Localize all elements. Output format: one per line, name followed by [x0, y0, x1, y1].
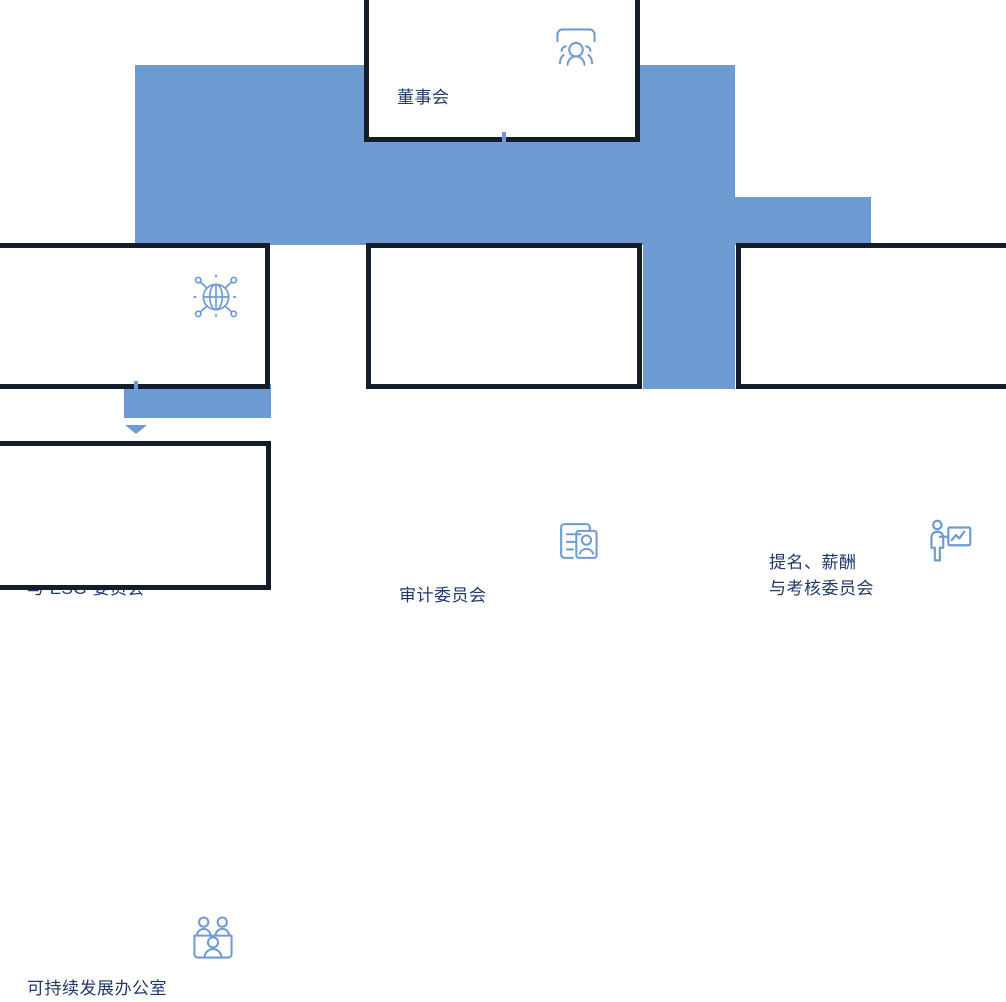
node-card-board[interactable]: 董事会	[364, 0, 640, 142]
node-label-sustainability-office: 可持续发展办公室	[27, 979, 167, 998]
connector-office-stem	[124, 395, 271, 418]
node-label-nomination: 提名、薪酬 与考核委员会	[769, 553, 874, 598]
document-person-icon	[551, 514, 605, 568]
connector-drop-audit	[504, 140, 644, 245]
node-label-board: 董事会	[397, 88, 450, 107]
node-card-nomination[interactable]: 提名、薪酬 与考核委员会	[736, 243, 1006, 598]
team-group-icon	[186, 912, 240, 966]
node-card-audit[interactable]: 审计委员会	[366, 243, 642, 605]
board-bottom-tick	[502, 132, 506, 146]
connector-board-right-stub	[643, 65, 735, 197]
node-card-sustainability-office[interactable]: 可持续发展办公室	[0, 441, 271, 998]
connector-drop-nomination	[643, 197, 735, 389]
node-card-strategy-esg[interactable]: 战略 与 ESG 委员会	[0, 243, 270, 598]
strategy-bottom-tick	[134, 381, 138, 393]
presenter-chart-icon	[923, 514, 977, 568]
node-label-audit: 审计委员会	[399, 586, 487, 605]
globe-network-icon	[189, 270, 243, 324]
group-people-icon	[549, 21, 603, 75]
connector-drop-strategy	[135, 65, 271, 245]
arrow-down-icon	[125, 425, 147, 434]
